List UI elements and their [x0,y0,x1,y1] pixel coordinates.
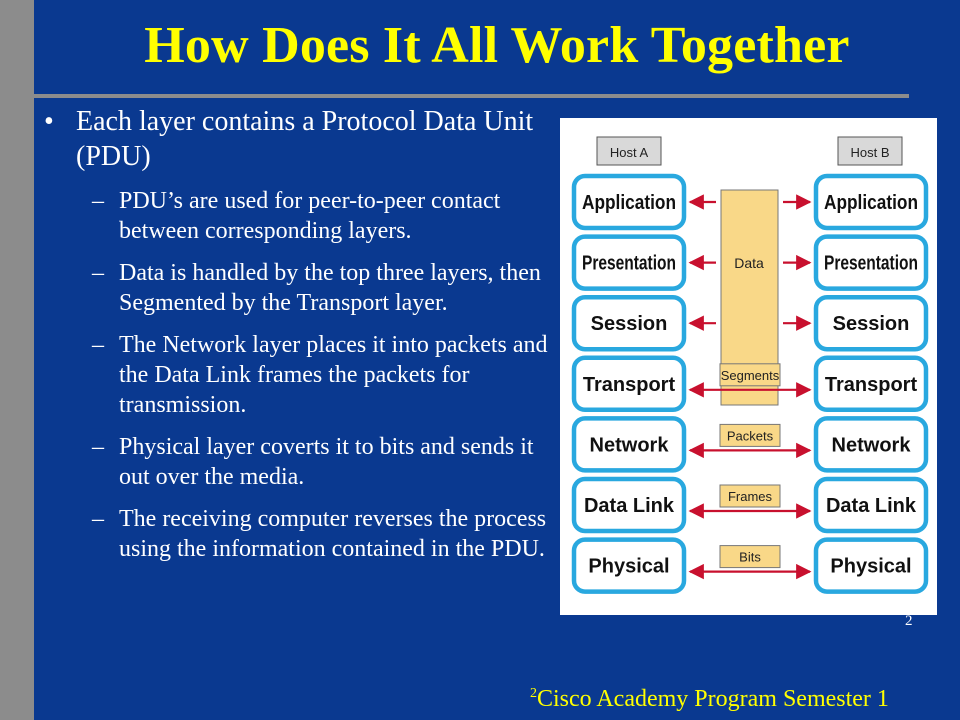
layer-label-left: Physical [588,556,669,578]
layer-label-left: Network [590,434,670,456]
sub-bullet: – The Network layer places it into packe… [40,330,560,420]
sub-bullet-text: The receiving computer reverses the proc… [119,506,547,562]
layer-box-left [571,234,687,291]
layer-box-right [813,476,929,534]
pdu-label: Packets [727,428,774,443]
layer-label-right: Session [833,313,910,335]
sub-bullet: – PDU’s are used for peer-to-peer contac… [40,186,560,246]
sub-bullet-text: PDU’s are used for peer-to-peer contact … [119,188,501,244]
page-number: 2 [905,613,913,629]
pdu-box [719,484,781,508]
dash-marker: – [92,260,104,286]
osi-diagram-canvas: Host A Host B Data Application Applicatio… [571,136,929,594]
layer-box-left [571,355,687,413]
sub-bullet: – Data is handled by the top three layer… [40,258,560,318]
dash-marker: – [92,506,104,532]
layer-box-right [813,234,929,291]
layer-label-left: Data Link [584,495,675,517]
layer-box-right [813,355,929,413]
layer-box-right [813,416,929,473]
layer-box-right [813,294,929,352]
layer-box-left [571,476,687,534]
layer-label-right: Presentation [824,253,918,275]
pdu-box [719,363,781,387]
sub-bullet: – Physical layer coverts it to bits and … [40,432,560,492]
layer-label-left: Session [591,313,668,335]
layer-label-right: Application [824,192,918,214]
layer-box-left [571,416,687,473]
pdu-box [719,423,781,447]
sub-bullet-text: The Network layer places it into packets… [119,332,548,418]
pdu-label: Frames [728,489,773,504]
layer-label-right: Network [832,434,912,456]
layer-label-left: Application [582,192,676,214]
pdu-label: Bits [739,550,761,565]
layer-label-right: Transport [825,374,918,396]
footer-superscript: 2 [530,686,537,701]
pdu-label: Segments [721,368,780,383]
layer-box-left [571,173,687,231]
layer-label-right: Physical [830,556,911,578]
bullet-marker: • [44,106,54,137]
slide-title: How Does It All Work Together [144,17,850,74]
sub-bullet: – The receiving computer reverses the pr… [40,504,560,564]
layer-label-right: Data Link [826,495,917,517]
sub-bullet-text: Physical layer coverts it to bits and se… [119,434,534,490]
layer-box-right [813,173,929,231]
left-accent-bar [0,0,34,720]
sub-bullet-text: Data is handled by the top three layers,… [119,260,541,316]
pdu-box [719,545,781,569]
data-pdu-label: Data [734,255,764,271]
bullet-list: • Each layer contains a Protocol Data Un… [40,104,560,564]
osi-model-diagram: Host A Host B Data Application Applicatio… [560,118,937,615]
host-b-label: Host B [850,145,889,160]
host-a-label: Host A [610,145,649,160]
layer-label-left: Presentation [582,253,676,275]
title-divider [34,94,909,98]
host-a-box [596,136,662,166]
footer-text: 2Cisco Academy Program Semester 1 [530,686,955,713]
dash-marker: – [92,332,104,358]
footer-label: Cisco Academy Program Semester 1 [537,686,889,712]
dash-marker: – [92,188,104,214]
layer-box-right [813,537,929,594]
dash-marker: – [92,434,104,460]
host-b-box [837,136,903,166]
layer-box-left [571,294,687,352]
bullet-main: • Each layer contains a Protocol Data Un… [40,104,560,174]
bullet-main-text: Each layer contains a Protocol Data Unit… [76,106,534,172]
layer-box-left [571,537,687,594]
layer-label-left: Transport [583,374,676,396]
